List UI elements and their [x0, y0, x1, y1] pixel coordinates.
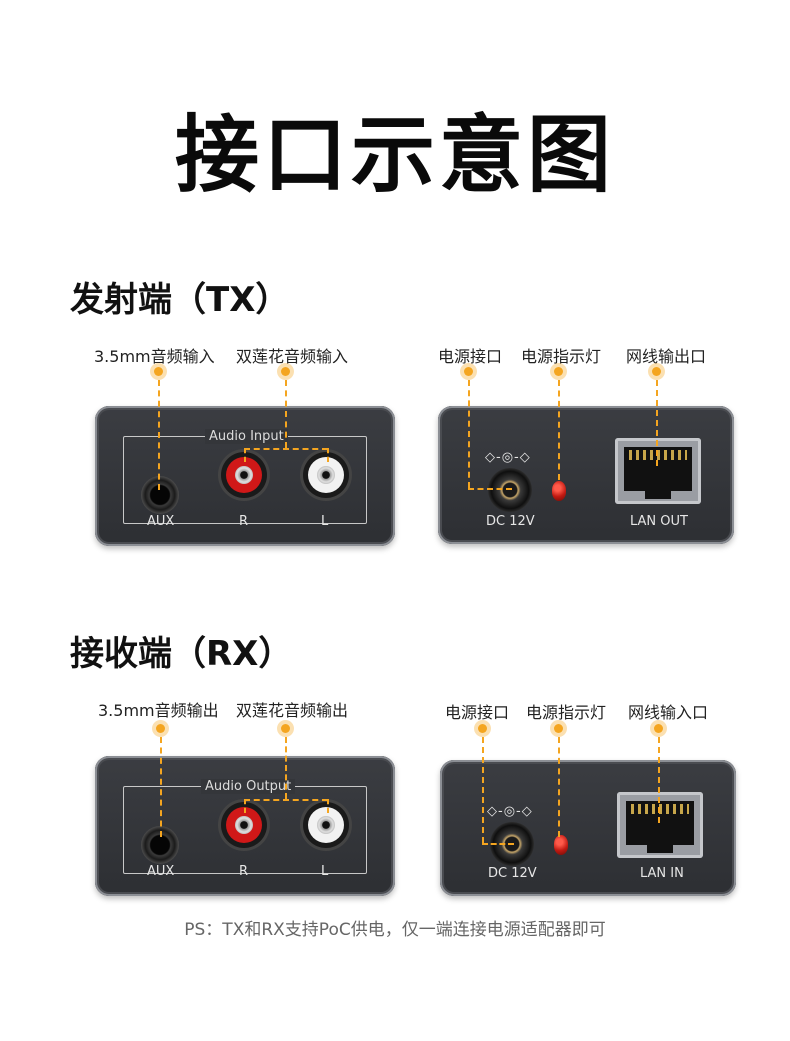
- rx-port-l: L: [321, 864, 329, 879]
- rx-callout-dot-lan: [654, 724, 663, 733]
- tx-aux-jack: [141, 476, 179, 514]
- tx-callout-line-lan: [656, 380, 658, 466]
- tx-label-power: 电源接口: [438, 347, 503, 366]
- rx-callout-line-rca: [285, 737, 287, 799]
- tx-dc-label: DC 12V: [486, 514, 535, 529]
- tx-callout-line-power: [468, 380, 470, 488]
- rx-label-indicator: 电源指示灯: [526, 703, 607, 722]
- rx-label-power: 电源接口: [445, 703, 510, 722]
- rx-network-panel: ◇-◎-◇ DC 12V LAN IN: [440, 760, 736, 896]
- rx-callout-line-power: [482, 737, 484, 843]
- rx-label-lan: 网线输入口: [628, 703, 709, 722]
- tx-port-l: L: [321, 514, 329, 529]
- tx-dc-jack: [488, 468, 532, 512]
- tx-callout-line-r: [244, 448, 246, 462]
- rx-lan-port: [617, 792, 703, 858]
- tx-power-led: [552, 481, 566, 501]
- rx-heading: 接收端（RX）: [70, 634, 293, 674]
- tx-rca-left: [303, 452, 349, 498]
- rx-callout-line-aux: [160, 737, 162, 837]
- tx-audio-panel: Audio Input AUX R L: [95, 406, 395, 546]
- tx-heading: 发射端（TX）: [70, 280, 290, 320]
- rx-callout-branch-rca: [244, 799, 328, 801]
- rx-power-led: [554, 835, 568, 855]
- rx-port-r: R: [239, 864, 249, 879]
- tx-callout-branch-rca: [244, 448, 328, 450]
- tx-callout-dot-rca: [281, 367, 290, 376]
- rx-audio-panel: Audio Output AUX R L: [95, 756, 395, 896]
- rx-callout-dot-rca: [281, 724, 290, 733]
- tx-label-lan: 网线输出口: [626, 347, 707, 366]
- rx-callout-dot-aux: [156, 724, 165, 733]
- tx-frame-label: Audio Input: [205, 429, 288, 444]
- tx-label-indicator: 电源指示灯: [521, 347, 602, 366]
- rx-rca-left: [303, 802, 349, 848]
- rx-label-rca: 双莲花音频输出: [236, 701, 349, 720]
- tx-lan-port: [615, 438, 701, 504]
- rx-callout-branch-power: [482, 843, 514, 845]
- rx-label-aux: 3.5mm音频输出: [98, 701, 219, 720]
- tx-callout-line-indicator: [558, 380, 560, 480]
- tx-callout-dot-lan: [652, 367, 661, 376]
- rx-callout-line-lan: [658, 737, 660, 823]
- rx-callout-line-l: [327, 799, 329, 813]
- footnote: PS：TX和RX支持PoC供电，仅一端连接电源适配器即可: [184, 920, 606, 940]
- page-title: 接口示意图: [174, 106, 615, 204]
- rx-dc-label: DC 12V: [488, 866, 537, 881]
- tx-port-aux: AUX: [147, 514, 175, 529]
- tx-callout-branch-power: [468, 488, 512, 490]
- tx-network-panel: ◇-◎-◇ DC 12V LAN OUT: [438, 406, 734, 544]
- rx-callout-line-indicator: [558, 737, 560, 837]
- rx-rca-right: [221, 802, 267, 848]
- rx-port-aux: AUX: [147, 864, 175, 879]
- rx-callout-dot-indicator: [554, 724, 563, 733]
- rx-dc-symbol: ◇-◎-◇: [487, 804, 533, 819]
- tx-dc-symbol: ◇-◎-◇: [485, 450, 531, 465]
- tx-callout-line-rca: [285, 380, 287, 448]
- tx-callout-dot-power: [464, 367, 473, 376]
- rx-lan-label: LAN IN: [640, 866, 684, 881]
- tx-port-r: R: [239, 514, 249, 529]
- tx-label-aux: 3.5mm音频输入: [94, 347, 215, 366]
- tx-callout-line-l: [327, 448, 329, 462]
- tx-callout-dot-aux: [154, 367, 163, 376]
- rx-frame-label: Audio Output: [201, 779, 296, 794]
- tx-callout-line-aux: [158, 380, 160, 490]
- tx-label-rca: 双莲花音频输入: [236, 347, 349, 366]
- rx-callout-line-r: [244, 799, 246, 813]
- rx-callout-dot-power: [478, 724, 487, 733]
- tx-callout-dot-indicator: [554, 367, 563, 376]
- tx-lan-label: LAN OUT: [630, 514, 688, 529]
